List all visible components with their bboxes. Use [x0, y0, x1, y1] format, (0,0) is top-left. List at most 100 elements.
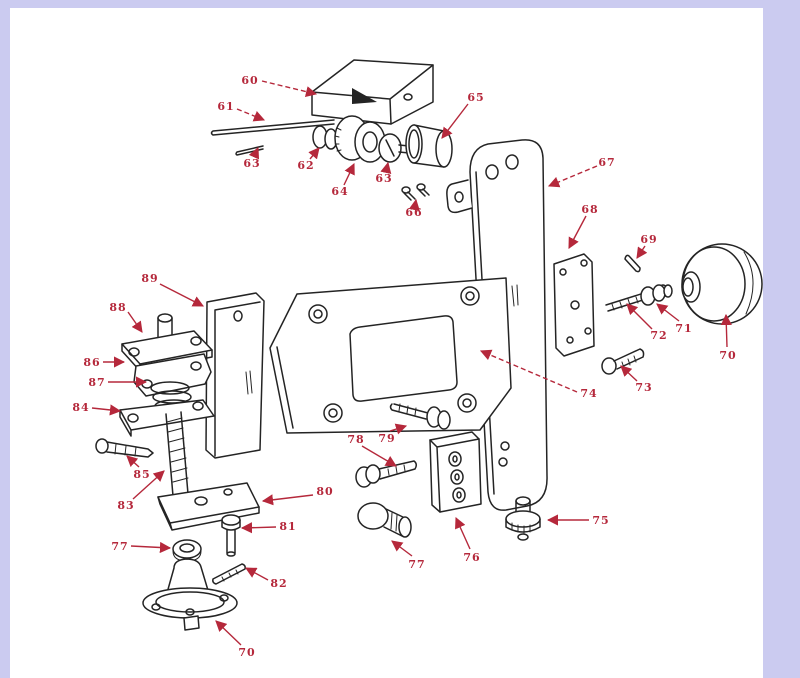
callout-label: 84	[72, 401, 89, 414]
part-bearing-nut	[640, 284, 673, 306]
callout-86: 86	[83, 356, 126, 369]
callout-label: 76	[463, 551, 480, 564]
part-drilled-block	[429, 431, 482, 513]
callout-63a: 63	[243, 146, 260, 170]
part-leadscrew	[165, 411, 189, 504]
callout-label: 79	[378, 432, 395, 445]
callout-66: 66	[405, 198, 422, 219]
callout-label: 63	[375, 172, 392, 185]
callout-81: 81	[240, 520, 296, 534]
callout-label: 68	[581, 203, 598, 216]
callout-label: 66	[405, 206, 422, 219]
part-bolt-73	[601, 348, 645, 375]
part-handwheel	[681, 243, 763, 325]
callout-label: 82	[270, 577, 287, 590]
part-sleeve	[405, 124, 453, 168]
part-bolt-79	[389, 403, 451, 430]
callout-74: 74	[479, 349, 597, 400]
callout-label: 67	[598, 156, 615, 169]
callout-88: 88	[109, 301, 143, 333]
callout-label: 89	[141, 272, 158, 285]
callout-label: 74	[580, 387, 597, 400]
callout-80: 80	[261, 485, 333, 506]
part-frame	[269, 277, 512, 434]
callout-68: 68	[568, 203, 598, 249]
callout-64: 64	[331, 162, 355, 198]
callout-label: 60	[241, 74, 258, 87]
callout-69: 69	[636, 233, 657, 259]
callout-75: 75	[546, 514, 609, 527]
callout-label: 81	[279, 520, 296, 533]
part-bolt-81	[221, 514, 241, 557]
callout-label: 80	[316, 485, 333, 498]
part-collar-62	[312, 125, 338, 150]
callout-76: 76	[455, 516, 480, 564]
callout-73: 73	[620, 365, 652, 394]
callout-70a: 70	[719, 313, 736, 362]
callout-61: 61	[217, 100, 266, 122]
part-pin-69	[624, 254, 641, 273]
callout-77b: 77	[391, 540, 425, 571]
callout-label: 63	[243, 157, 260, 170]
callout-label: 65	[467, 91, 484, 104]
part-knurled-knob	[334, 115, 386, 163]
callouts: 60 61 63 62 64 63	[72, 74, 736, 659]
callout-label: 61	[217, 100, 234, 113]
callout-label: 88	[109, 301, 126, 314]
part-left-post	[205, 292, 265, 459]
callout-72: 72	[626, 303, 667, 342]
callout-62: 62	[297, 147, 320, 172]
callout-78: 78	[347, 433, 397, 467]
callout-85: 85	[126, 455, 150, 481]
callout-82: 82	[245, 567, 287, 590]
part-top-cover	[311, 59, 434, 125]
callout-89: 89	[141, 272, 204, 307]
border-top	[0, 0, 800, 8]
part-rod-61	[210, 119, 335, 136]
part-lower-flange	[119, 399, 215, 437]
part-side-plate	[553, 253, 595, 357]
callout-83: 83	[117, 470, 165, 512]
callout-label: 64	[331, 185, 348, 198]
border-right	[763, 0, 800, 678]
callout-70b: 70	[215, 620, 255, 659]
callout-label: 73	[635, 381, 652, 394]
part-plate-80	[157, 482, 260, 531]
callout-65: 65	[441, 91, 484, 139]
border-left	[0, 0, 10, 678]
callout-label: 85	[133, 468, 150, 481]
callout-label: 75	[592, 514, 609, 527]
part-round-base	[142, 558, 238, 631]
callout-label: 71	[675, 322, 692, 335]
callout-label: 78	[347, 433, 364, 446]
part-thumbscrew	[505, 496, 541, 541]
callout-label: 70	[238, 646, 255, 659]
part-set-screws	[401, 183, 430, 201]
part-top-flange	[121, 313, 213, 372]
callout-60: 60	[241, 74, 318, 98]
part-slotted-shaft	[378, 133, 412, 163]
callout-label: 87	[88, 376, 105, 389]
callout-label: 77	[111, 540, 128, 553]
part-ball-knob	[357, 502, 412, 538]
parts-drawing	[95, 59, 763, 631]
part-ring-nut	[172, 539, 202, 562]
callout-label: 77	[408, 558, 425, 571]
callout-label: 62	[297, 159, 314, 172]
callout-71: 71	[656, 303, 692, 335]
callout-77a: 77	[111, 540, 172, 554]
callout-label: 72	[650, 329, 667, 342]
callout-84: 84	[72, 401, 122, 416]
callout-87: 87	[88, 376, 148, 389]
part-bolt-78	[355, 460, 418, 488]
callout-label: 70	[719, 349, 736, 362]
part-bolt-85	[95, 438, 154, 458]
callout-label: 69	[640, 233, 657, 246]
callout-63b: 63	[375, 161, 392, 185]
part-pin-82	[212, 563, 246, 585]
callout-67: 67	[547, 156, 615, 188]
part-pin-63	[235, 145, 264, 156]
callout-label: 83	[117, 499, 134, 512]
